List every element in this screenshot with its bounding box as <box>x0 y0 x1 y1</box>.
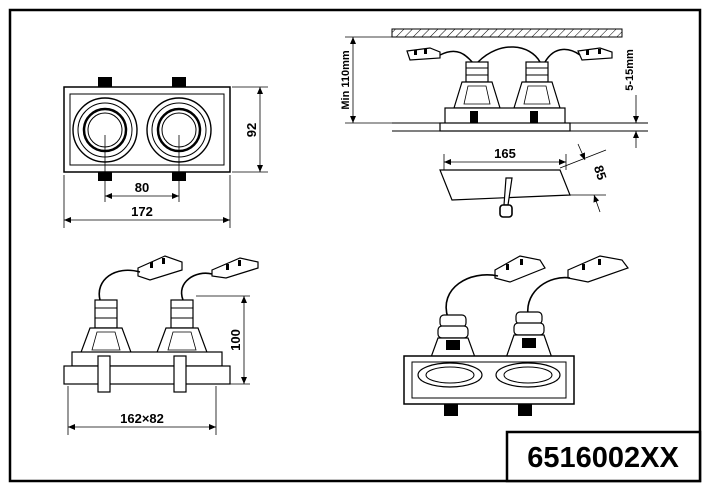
saw-handle <box>499 204 513 218</box>
persp-connector-left <box>494 255 546 283</box>
persp-frame-inner <box>411 361 567 399</box>
connector-left <box>406 47 441 61</box>
persp-clip-left <box>444 404 458 416</box>
section-clip-right <box>530 111 538 123</box>
front-cable-left <box>98 269 141 301</box>
dim-label-162x82: 162×82 <box>120 411 164 426</box>
title-block-box <box>505 430 702 483</box>
persp-ring-right <box>495 362 561 388</box>
front-housing <box>71 351 223 367</box>
front-spring-right <box>173 355 187 393</box>
front-lamp-right <box>155 299 209 356</box>
front-spring-left <box>97 355 111 393</box>
dim-label-165: 165 <box>494 146 516 161</box>
section-trim <box>439 122 571 132</box>
title-block: 6516002XX <box>505 430 702 483</box>
top-frame-inner <box>69 93 225 166</box>
dim-label-92: 92 <box>244 123 259 137</box>
dim-arrow-85-top <box>577 143 586 161</box>
cutout-view: 165 85 <box>439 143 610 218</box>
dim-label-min110: Min 110mm <box>340 50 352 110</box>
persp-lamp-left <box>429 314 477 361</box>
dim-label-85: 85 <box>591 163 610 181</box>
cable-mid <box>477 46 541 63</box>
section-view: Min 110mm 5-15mm <box>340 28 648 148</box>
persp-ring-right-2 <box>503 366 553 384</box>
section-clip-left <box>470 111 478 123</box>
top-frame-outer <box>63 86 231 173</box>
persp-connector-right <box>567 255 629 283</box>
persp-frame-outer <box>403 355 575 405</box>
dim-label-515: 5-15mm <box>624 49 636 91</box>
front-lamp-left <box>79 299 133 356</box>
front-view: 100 162×82 <box>63 255 259 435</box>
dim-arrow-85-bottom <box>593 194 601 213</box>
persp-cable-left <box>445 274 499 319</box>
persp-ring-left-2 <box>425 366 475 384</box>
front-connector-right <box>211 257 259 279</box>
dim-label-172: 172 <box>131 204 153 219</box>
ceiling-hatch <box>391 28 623 38</box>
dim-label-100: 100 <box>228 329 243 351</box>
front-connector-left <box>137 255 183 281</box>
front-trim <box>63 365 231 385</box>
sheet-border <box>8 8 702 483</box>
clip-top-left <box>98 77 112 88</box>
persp-cable-right <box>527 276 571 316</box>
clip-top-right <box>172 77 186 88</box>
section-lamp-left <box>453 61 501 109</box>
model-number: 6516002XX <box>527 442 679 474</box>
persp-clip-right <box>518 404 532 416</box>
connector-right <box>577 47 613 61</box>
dim-label-80: 80 <box>135 180 149 195</box>
cable-right <box>544 48 581 63</box>
persp-ring-left <box>417 362 483 388</box>
top-view: 80 172 92 <box>63 77 268 228</box>
persp-lamp-right <box>505 311 553 359</box>
perspective-view <box>403 255 629 416</box>
front-cable-right <box>180 272 213 301</box>
section-lamp-right <box>513 61 561 109</box>
